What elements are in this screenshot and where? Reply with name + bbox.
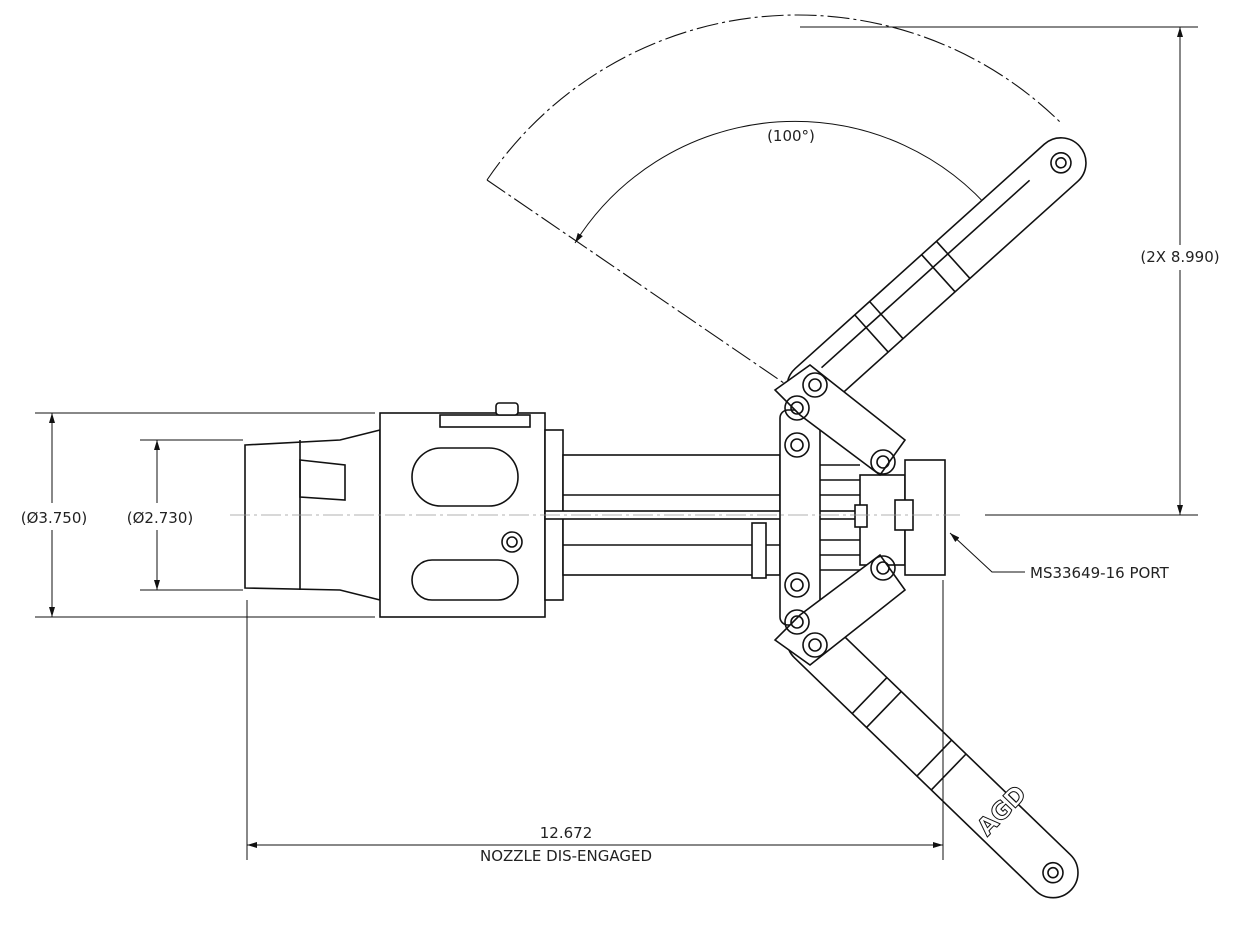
svg-text:NOZZLE DIS-ENGAGED: NOZZLE DIS-ENGAGED (480, 847, 652, 865)
svg-text:(2X 8.990): (2X 8.990) (1140, 248, 1219, 266)
svg-text:(Ø3.750): (Ø3.750) (21, 509, 87, 527)
svg-text:12.672: 12.672 (540, 824, 593, 842)
angle-dimension: (100°) (767, 127, 815, 145)
upper-handle (786, 137, 1087, 413)
inner-diameter-dimension: (Ø2.730) (127, 439, 243, 591)
port-callout: MS33649-16 PORT (949, 532, 1170, 582)
handle-height-dimension: (2X 8.990) (800, 26, 1220, 516)
svg-text:(Ø2.730): (Ø2.730) (127, 509, 193, 527)
outer-diameter-dimension: (Ø3.750) (21, 412, 375, 618)
length-dimension: 12.672 NOZZLE DIS-ENGAGED (246, 580, 944, 865)
svg-text:MS33649-16 PORT: MS33649-16 PORT (1030, 564, 1170, 582)
swing-envelope: (100°) (486, 14, 1061, 393)
lower-handle: AGD (786, 614, 1079, 899)
